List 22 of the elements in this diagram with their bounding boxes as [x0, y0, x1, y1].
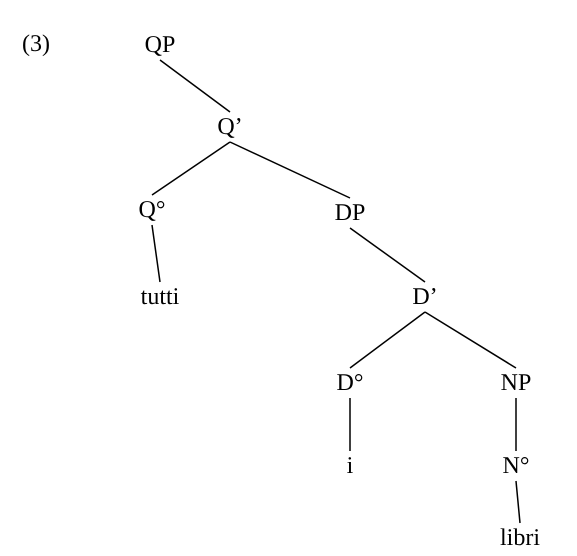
tree-node-label: N° [502, 451, 530, 481]
tree-branch [515, 480, 521, 524]
tree-branch [152, 141, 230, 196]
example-number: (3) [22, 30, 50, 59]
tree-node-label: Q° [138, 195, 166, 225]
tree-branch [350, 311, 426, 369]
tree-node-label: D’ [412, 282, 438, 312]
tree-branch [151, 224, 161, 282]
tree-node-label: libri [500, 523, 540, 553]
tree-branch [230, 141, 350, 199]
tree-branch [349, 398, 351, 451]
tree-node-label: DP [334, 198, 366, 228]
tree-branch [515, 398, 517, 451]
tree-node-label: D° [336, 368, 364, 398]
tree-branch [424, 311, 516, 369]
tree-node-label: i [346, 451, 354, 481]
tree-node-label: QP [144, 30, 176, 60]
tree-branch [350, 227, 426, 283]
tree-branch [160, 59, 230, 113]
tree-node-label: NP [500, 368, 532, 398]
tree-node-label: tutti [140, 282, 180, 312]
tree-node-label: Q’ [217, 112, 243, 142]
